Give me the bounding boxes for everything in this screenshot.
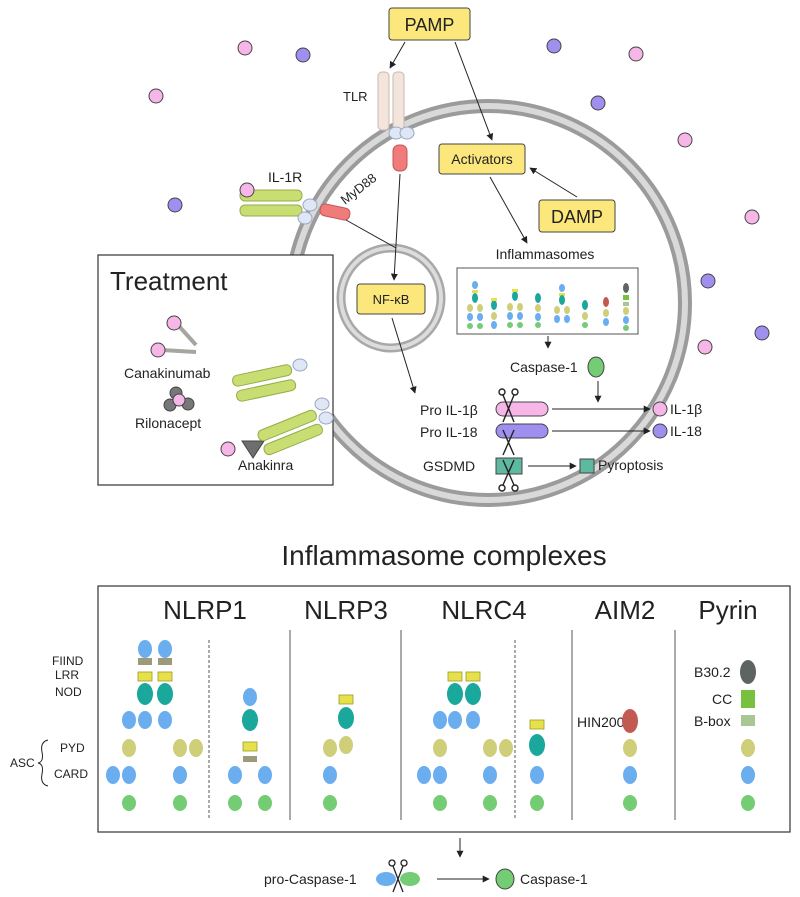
il1r-receptors-lower xyxy=(232,358,334,456)
treatment-panel xyxy=(97,254,334,486)
activators-label: Activators xyxy=(451,151,512,167)
myd88-il1r xyxy=(319,203,351,221)
pamp-label: PAMP xyxy=(405,15,455,35)
pyrin-title: Pyrin xyxy=(698,595,757,625)
treatment-title: Treatment xyxy=(110,266,228,296)
pamp-box: PAMP xyxy=(388,7,471,41)
rilonacept-label: Rilonacept xyxy=(135,415,201,431)
caspase1-icon xyxy=(587,356,605,378)
pyroptosis-label: Pyroptosis xyxy=(598,457,663,473)
nlrp1-title: NLRP1 xyxy=(163,595,247,625)
free-il1b xyxy=(220,441,236,457)
caspase1-label: Caspase-1 xyxy=(510,359,578,375)
nlrp3-complex xyxy=(323,694,354,811)
canakinumab-icon xyxy=(150,315,198,358)
inflammasomes-label: Inflammasomes xyxy=(496,246,595,262)
anakinra-icon xyxy=(241,440,265,459)
tlr-receptor xyxy=(377,71,415,172)
nlrp1-complex-b xyxy=(228,688,272,811)
damp-box: DAMP xyxy=(538,199,616,233)
complexes-title: Inflammasome complexes xyxy=(281,540,606,571)
pyd-label: PYD xyxy=(60,741,85,755)
tlr-label: TLR xyxy=(343,89,368,104)
nod-label: NOD xyxy=(55,685,82,699)
il18-label: IL-18 xyxy=(670,423,702,439)
caspase-label: Caspase-1 xyxy=(520,871,588,887)
pyrin-complex xyxy=(740,660,756,811)
card-label: CARD xyxy=(54,767,88,781)
caspase-icon xyxy=(495,868,515,890)
pro-caspase-icon xyxy=(376,859,420,893)
nfkb-box: NF-κB xyxy=(356,283,426,315)
nfkb-label: NF-κB xyxy=(373,292,410,307)
il18-icon xyxy=(652,423,668,439)
nlrp3-title: NLRP3 xyxy=(304,595,388,625)
pro-il1b-bar xyxy=(495,401,549,417)
asc-label: ASC xyxy=(10,756,35,770)
il1r-label: IL-1R xyxy=(268,169,302,185)
gsdmd-label: GSDMD xyxy=(423,458,475,474)
bbox-label: B-box xyxy=(694,713,731,729)
rilonacept-icon xyxy=(163,386,195,412)
pyroptosis-icon xyxy=(579,458,595,474)
canakinumab-label: Canakinumab xyxy=(124,365,211,381)
nlrc4-title: NLRC4 xyxy=(441,595,526,625)
anakinra-label: Anakinra xyxy=(238,457,293,473)
extracellular-cytokines xyxy=(148,38,770,355)
aim2-complex xyxy=(622,709,638,811)
complex-separators xyxy=(208,630,676,820)
il1r-receptor xyxy=(239,182,318,225)
activators-box: Activators xyxy=(438,143,526,175)
pathway-arrows xyxy=(389,41,651,470)
asc-brace xyxy=(37,739,49,787)
pro-il1b-label: Pro IL-1β xyxy=(420,402,478,418)
il1r-signal-line xyxy=(345,219,397,249)
damp-label: DAMP xyxy=(551,207,603,227)
scissors-icon xyxy=(498,388,519,492)
inflammasomes-panel xyxy=(456,267,639,335)
pro-il18-label: Pro IL-18 xyxy=(420,424,478,440)
lrr-label: LRR xyxy=(55,668,79,682)
hin200-label: HIN200 xyxy=(577,714,625,730)
fiind-label: FIIND xyxy=(52,654,84,668)
pro-il18-bar xyxy=(495,423,549,439)
pro-caspase-label: pro-Caspase-1 xyxy=(264,871,357,887)
il1b-icon xyxy=(652,401,668,417)
b302-label: B30.2 xyxy=(694,664,731,680)
aim2-title: AIM2 xyxy=(595,595,656,625)
nlrp1-complex xyxy=(106,640,203,811)
il1b-label: IL-1β xyxy=(670,401,702,417)
nlrc4-complex xyxy=(417,671,513,811)
nlrc4-complex-b xyxy=(529,719,545,811)
cc-label: CC xyxy=(712,691,732,707)
